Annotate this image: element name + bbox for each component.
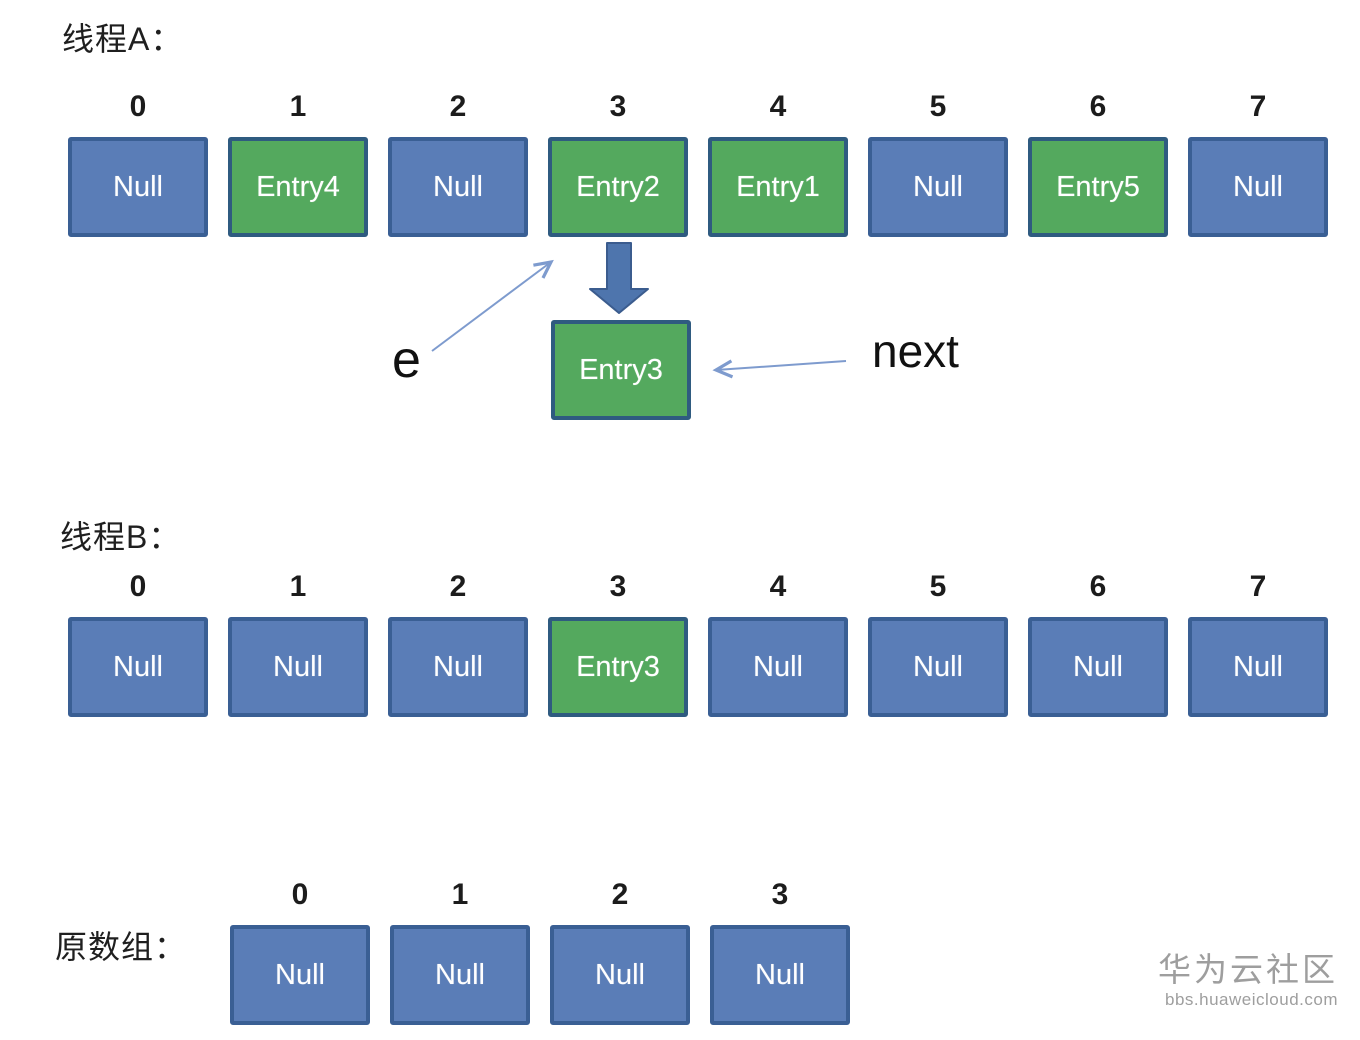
array-cell: 3 Entry2: [548, 90, 688, 237]
watermark: 华为云社区 bbs.huaweicloud.com: [1158, 951, 1338, 1010]
cell-box: Entry1: [708, 137, 848, 237]
cell-index-label: 2: [611, 878, 629, 911]
cell-box: Null: [868, 617, 1008, 717]
cell-index-label: 7: [1249, 570, 1267, 603]
cell-index-label: 4: [769, 570, 787, 603]
cell-index-label: 1: [289, 90, 307, 123]
cell-box: Null: [390, 925, 530, 1025]
cell-index-label: 0: [291, 878, 309, 911]
cell-index-label: 5: [929, 570, 947, 603]
array-cell: 0 Null: [68, 570, 208, 717]
array-cell: 3 Null: [710, 878, 850, 1025]
cell-index-label: 1: [289, 570, 307, 603]
thread-a-array: 0 Null 1 Entry4 2 Null 3 Entry2 4 Entry1…: [68, 90, 1328, 237]
array-cell: 7 Null: [1188, 570, 1328, 717]
cell-index-label: 4: [769, 90, 787, 123]
cell-box: Null: [710, 925, 850, 1025]
array-cell: 2 Null: [550, 878, 690, 1025]
next-pointer-label: next: [872, 325, 959, 377]
cell-box: Entry3: [551, 320, 691, 420]
array-cell: 5 Null: [868, 90, 1008, 237]
thread-a-label: 线程A：: [62, 21, 184, 57]
cell-index-label: 3: [609, 570, 627, 603]
next-pointer-arrow-icon: [712, 359, 847, 379]
array-cell: 4 Entry1: [708, 90, 848, 237]
cell-box: Null: [550, 925, 690, 1025]
e-pointer-arrow-icon: [431, 259, 554, 352]
cell-index-label: 2: [449, 570, 467, 603]
cell-box: Null: [388, 137, 528, 237]
cell-box: Null: [1028, 617, 1168, 717]
cell-index-label: 3: [609, 90, 627, 123]
cell-box: Null: [1188, 617, 1328, 717]
cell-box: Entry4: [228, 137, 368, 237]
block-arrow-down-icon: [589, 242, 649, 314]
cell-box: Null: [68, 137, 208, 237]
cell-index-label: 1: [451, 878, 469, 911]
array-cell: 2 Null: [388, 90, 528, 237]
array-cell: 6 Null: [1028, 570, 1168, 717]
e-pointer-label: e: [392, 331, 421, 389]
cell-index-label: 0: [129, 570, 147, 603]
cell-box: Null: [388, 617, 528, 717]
cell-box: Entry5: [1028, 137, 1168, 237]
array-cell: 2 Null: [388, 570, 528, 717]
cell-index-label: 6: [1089, 90, 1107, 123]
array-cell: 0 Null: [68, 90, 208, 237]
array-cell: 1 Null: [228, 570, 368, 717]
original-array: 0 Null 1 Null 2 Null 3 Null: [230, 878, 850, 1025]
cell-box: Null: [708, 617, 848, 717]
cell-index-label: 2: [449, 90, 467, 123]
array-cell: 4 Null: [708, 570, 848, 717]
cell-index-label: 7: [1249, 90, 1267, 123]
array-cell: 7 Null: [1188, 90, 1328, 237]
array-cell: 1 Null: [390, 878, 530, 1025]
array-cell: 6 Entry5: [1028, 90, 1168, 237]
watermark-community-name: 华为云社区: [1158, 951, 1338, 988]
array-cell: 0 Null: [230, 878, 370, 1025]
cell-index-label: 3: [771, 878, 789, 911]
array-cell: 5 Null: [868, 570, 1008, 717]
cell-box: Null: [68, 617, 208, 717]
thread-b-label: 线程B：: [60, 519, 182, 555]
cell-box: Entry3: [548, 617, 688, 717]
cell-index-label: 0: [129, 90, 147, 123]
watermark-site-url: bbs.huaweicloud.com: [1165, 990, 1338, 1010]
array-cell: 3 Entry3: [548, 570, 688, 717]
original-array-label: 原数组：: [55, 929, 188, 965]
cell-box: Entry2: [548, 137, 688, 237]
array-cell: 1 Entry4: [228, 90, 368, 237]
cell-box: Null: [1188, 137, 1328, 237]
cell-box: Null: [228, 617, 368, 717]
cell-index-label: 6: [1089, 570, 1107, 603]
detached-entry3-node: Entry3: [551, 320, 691, 420]
cell-box: Null: [230, 925, 370, 1025]
cell-index-label: 5: [929, 90, 947, 123]
cell-box: Null: [868, 137, 1008, 237]
thread-b-array: 0 Null 1 Null 2 Null 3 Entry3 4 Null 5 N…: [68, 570, 1328, 717]
